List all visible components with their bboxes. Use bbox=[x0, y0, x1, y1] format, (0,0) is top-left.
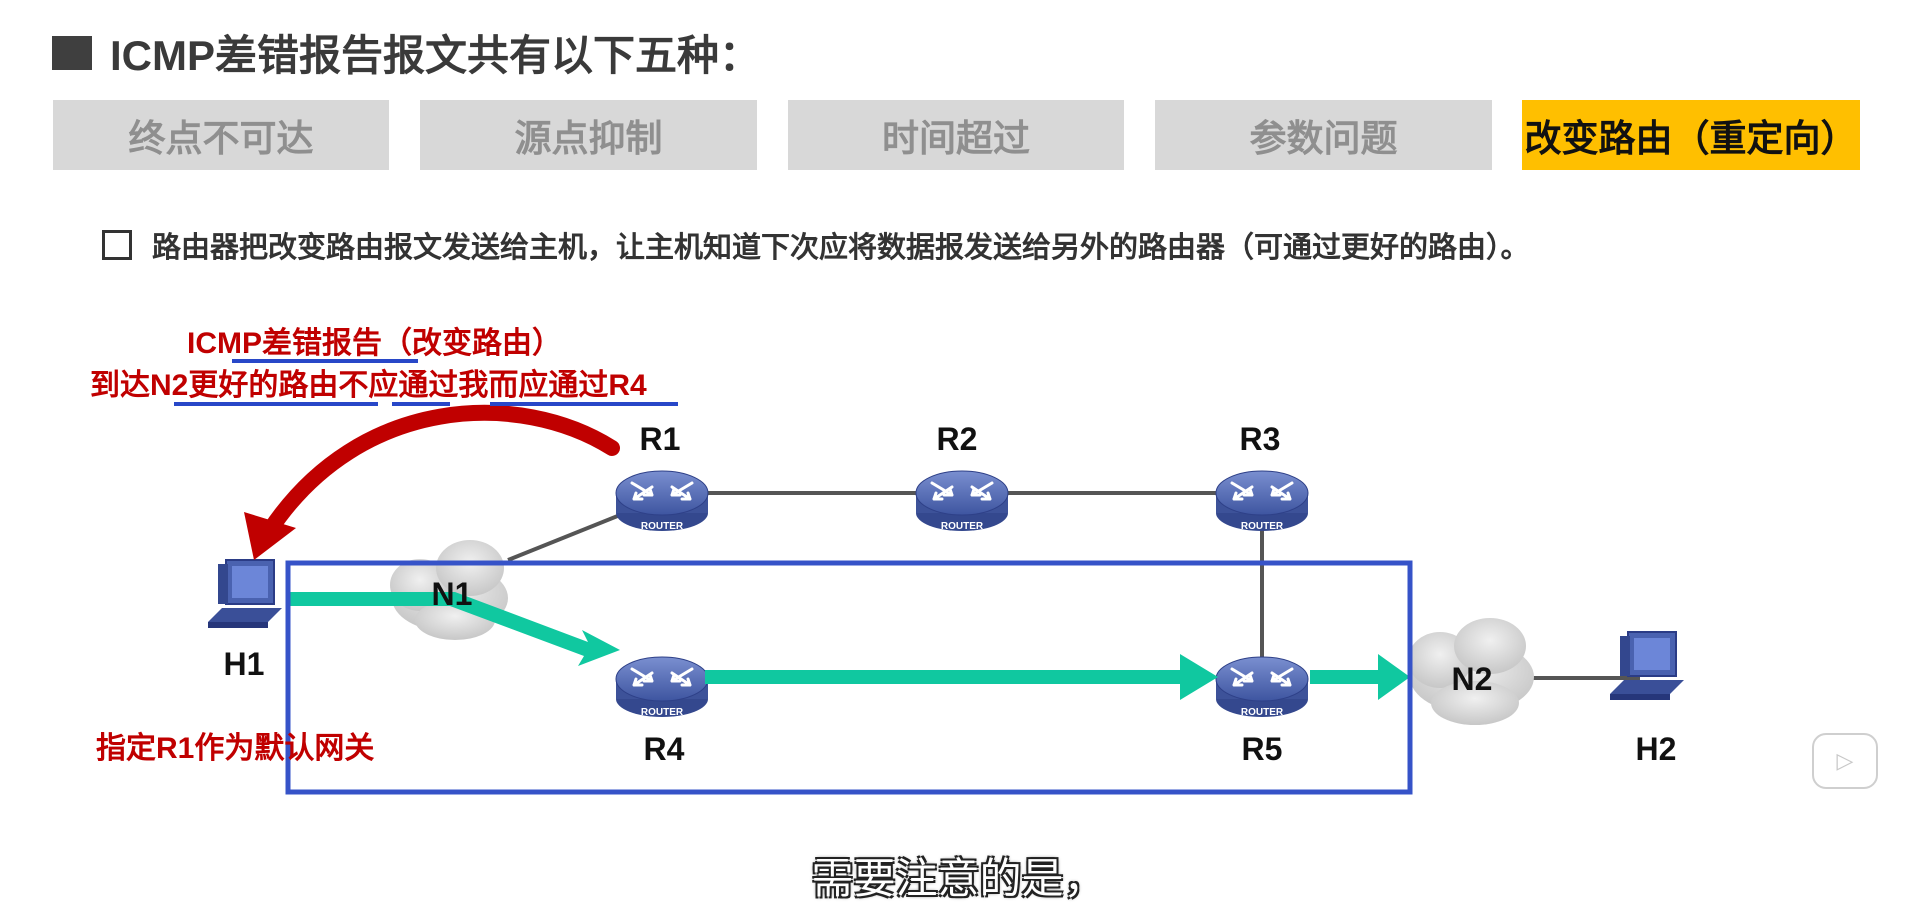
play-icon[interactable]: ▷ bbox=[1812, 733, 1878, 789]
label-r1: R1 bbox=[640, 421, 681, 457]
host-h2-icon bbox=[1609, 631, 1685, 701]
label-n2: N2 bbox=[1452, 661, 1493, 697]
label-r5: R5 bbox=[1242, 731, 1283, 767]
annotation-route: 到达N2更好的路由不应通过我而应通过R4 bbox=[90, 368, 647, 402]
tab-label: 改变路由（重定向） bbox=[1524, 118, 1858, 159]
label-r4: R4 bbox=[644, 731, 685, 767]
annotation-underlines bbox=[174, 359, 678, 406]
annotation-icmp: ICMP差错报告（改变路由） bbox=[187, 326, 562, 360]
label-n1: N1 bbox=[432, 576, 473, 612]
router-badge: ROUTER bbox=[641, 521, 684, 532]
tab-label: 源点抑制 bbox=[514, 118, 663, 159]
label-h1: H1 bbox=[224, 646, 265, 682]
label-r2: R2 bbox=[937, 421, 978, 457]
tab-parameter-problem[interactable]: 参数问题 bbox=[1155, 100, 1492, 170]
tab-label: 参数问题 bbox=[1249, 118, 1398, 159]
description-text: 路由器把改变路由报文发送给主机，让主机知道下次应将数据报发送给另外的路由器（可通… bbox=[152, 232, 1530, 264]
router-badge: ROUTER bbox=[1241, 521, 1284, 532]
tab-time-exceeded[interactable]: 时间超过 bbox=[788, 100, 1124, 170]
router-badge: ROUTER bbox=[1241, 707, 1284, 718]
page-title-text: ICMP差错报告报文共有以下五种： bbox=[110, 32, 762, 79]
tab-source-quench[interactable]: 源点抑制 bbox=[420, 100, 757, 170]
gateway-note: 指定R1作为默认网关 bbox=[96, 731, 374, 765]
redirect-arrow bbox=[244, 404, 620, 560]
tab-label: 终点不可达 bbox=[128, 118, 314, 159]
cloud-n2-icon bbox=[1408, 618, 1534, 725]
description-bullet: 路由器把改变路由报文发送给主机，让主机知道下次应将数据报发送给另外的路由器（可通… bbox=[102, 224, 1530, 266]
tab-redirect[interactable]: 改变路由（重定向） bbox=[1522, 100, 1860, 170]
square-bullet-icon bbox=[52, 35, 92, 70]
highlight-box bbox=[285, 560, 1413, 795]
host-h1-icon bbox=[207, 559, 283, 629]
tab-destination-unreachable[interactable]: 终点不可达 bbox=[53, 100, 389, 170]
tab-label: 时间超过 bbox=[882, 118, 1030, 159]
router-badge: ROUTER bbox=[641, 707, 684, 718]
router-badge: ROUTER bbox=[941, 521, 984, 532]
checkbox-icon bbox=[102, 230, 132, 260]
better-route-path bbox=[288, 592, 1410, 700]
page-title: ICMP差错报告报文共有以下五种： bbox=[52, 22, 761, 83]
label-r3: R3 bbox=[1240, 421, 1281, 457]
label-h2: H2 bbox=[1636, 731, 1677, 767]
video-subtitle: 需要注意的是， bbox=[811, 855, 1106, 902]
